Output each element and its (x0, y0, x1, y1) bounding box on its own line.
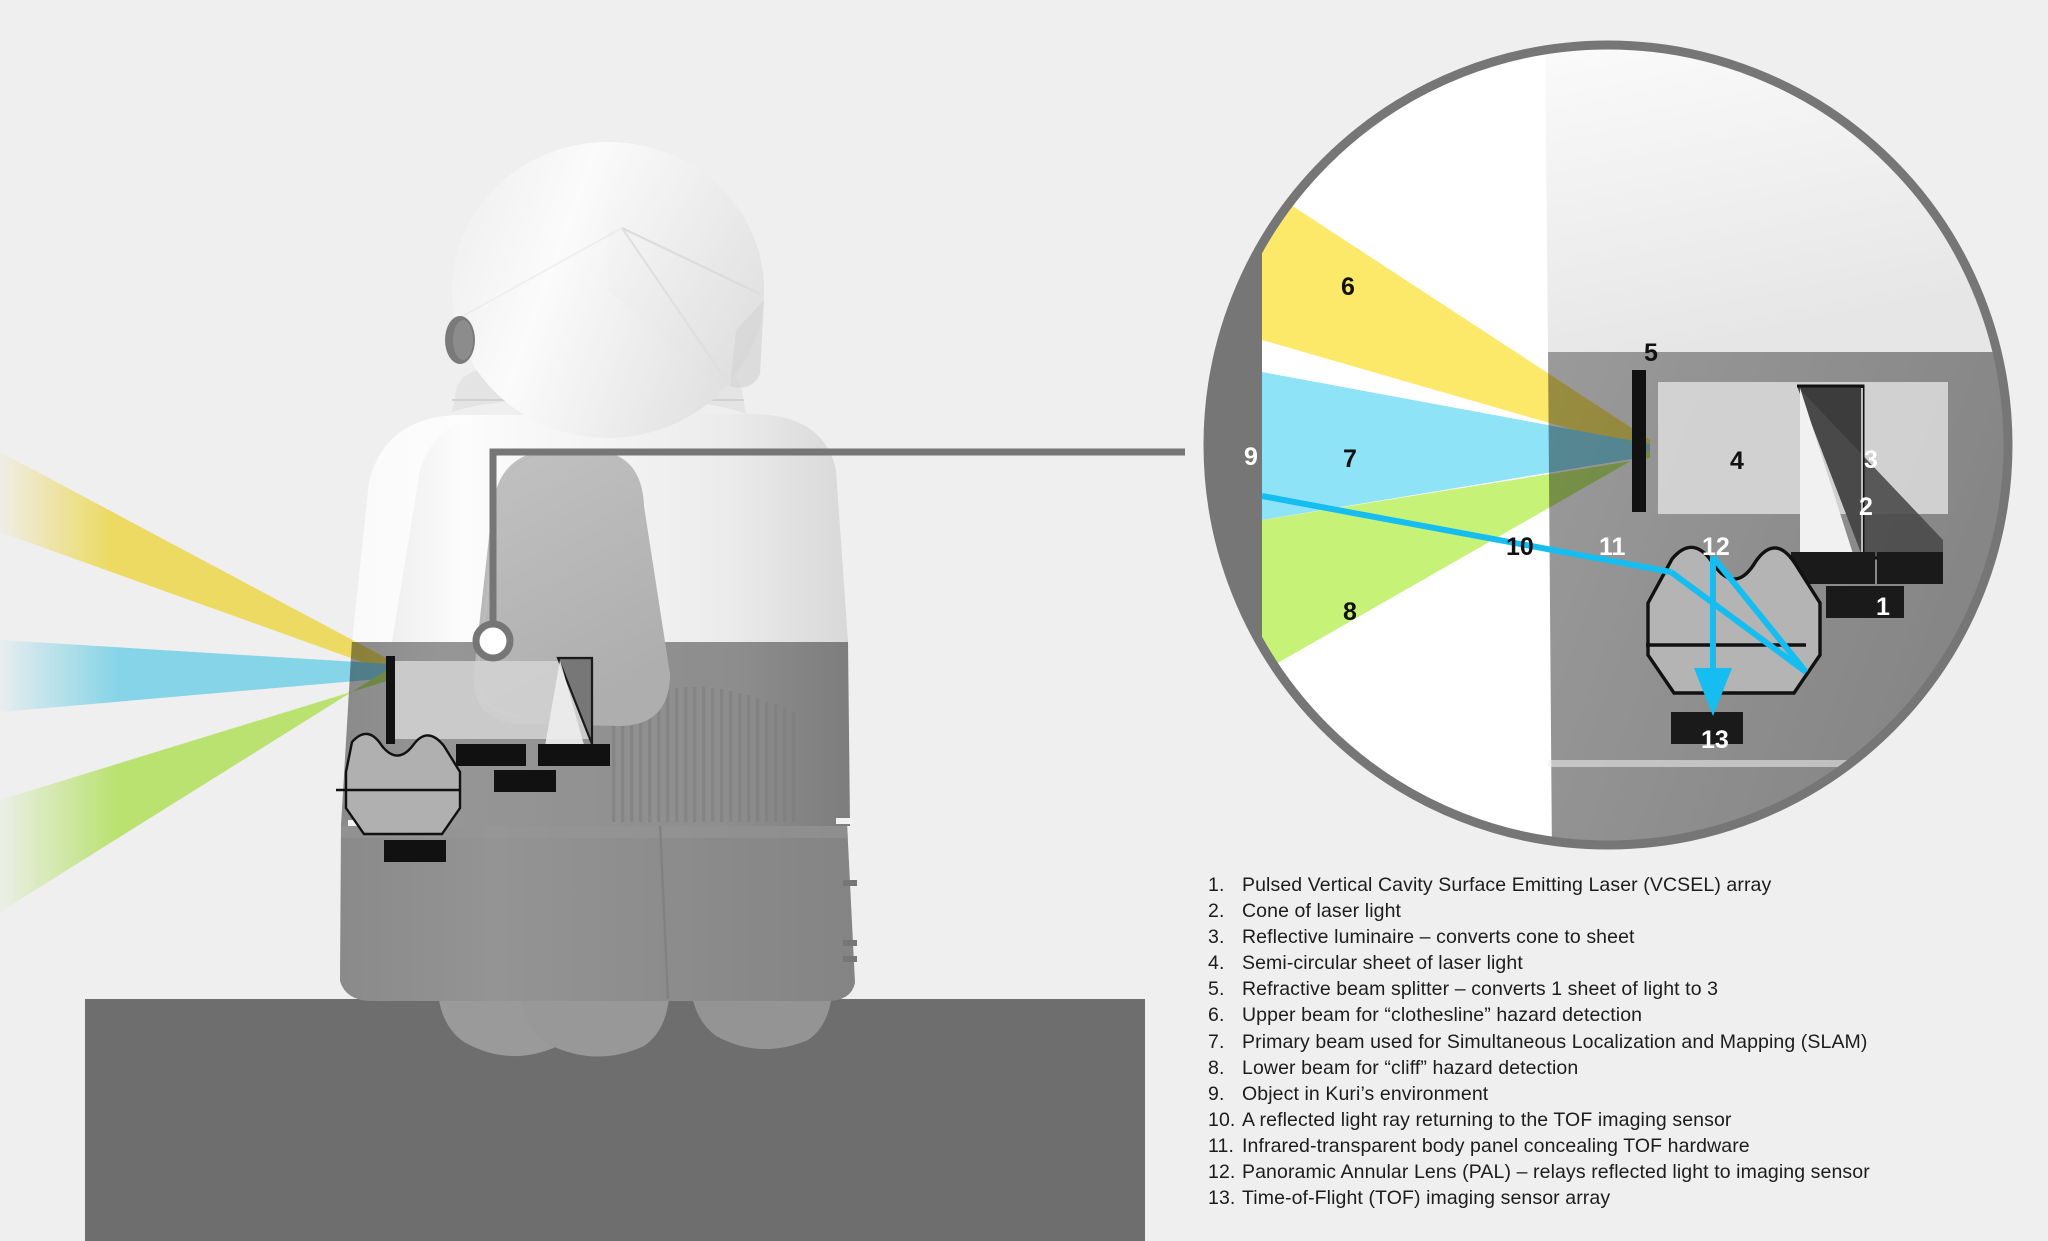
legend-item-12: 12. Panoramic Annular Lens (PAL) – relays… (1208, 1159, 2028, 1185)
beam-primary-7 (0, 640, 390, 712)
legend-item-number: 8. (1208, 1056, 1225, 1079)
legend-item-3: 3. Reflective luminaire – converts cone t… (1208, 924, 2028, 950)
callout-number-5: 5 (1644, 339, 1658, 367)
callout-number-10: 10 (1506, 533, 1534, 561)
legend-item-number: 9. (1208, 1082, 1225, 1105)
legend-item-number: 13. (1208, 1187, 1236, 1210)
legend-item-number: 7. (1208, 1030, 1225, 1053)
legend-item-text: Primary beam used for Simultaneous Local… (1242, 1030, 1868, 1053)
tof-sensor-small (384, 840, 446, 862)
tof-sensor-13 (1671, 712, 1743, 744)
callout-number-6: 6 (1341, 273, 1355, 301)
laser-beam-fan (0, 452, 390, 912)
beam-splitter-small (386, 656, 395, 744)
legend-item-text: Semi-circular sheet of laser light (1242, 952, 1523, 975)
legend-item-number: 4. (1208, 952, 1225, 975)
legend-item-6: 6. Upper beam for “clothesline” hazard de… (1208, 1002, 2028, 1028)
callout-number-13: 13 (1701, 726, 1729, 754)
beam-lower-8 (0, 668, 390, 912)
legend-item-text: Upper beam for “clothesline” hazard dete… (1242, 1004, 1643, 1027)
callout-number-11: 11 (1599, 533, 1626, 561)
callout-number-7: 7 (1343, 445, 1357, 473)
legend-item-text: Time-of-Flight (TOF) imaging sensor arra… (1242, 1187, 1611, 1210)
legend-item-number: 3. (1208, 926, 1225, 949)
legend-item-4: 4. Semi-circular sheet of laser light (1208, 950, 2028, 976)
beam-upper-6-mag (1262, 186, 1650, 452)
legend-item-text: Refractive beam splitter – converts 1 sh… (1242, 978, 1719, 1001)
legend-item-8: 8. Lower beam for “cliff” hazard detectio… (1208, 1055, 2028, 1081)
numbered-legend-list: 1. Pulsed Vertical Cavity Surface Emittin… (1208, 872, 2028, 1211)
callout-number-3: 3 (1864, 446, 1878, 474)
robot-sensor-module-small (336, 656, 610, 862)
vcsel-small (494, 770, 556, 792)
legend-item-2: 2. Cone of laser light (1208, 898, 2028, 924)
robot-base (340, 823, 855, 1001)
legend-item-11: 11. Infrared-transparent body panel conce… (1208, 1133, 2028, 1159)
callout-number-4: 4 (1730, 447, 1744, 475)
legend-item-7: 7. Primary beam used for Simultaneous Loc… (1208, 1029, 2028, 1055)
beam-lower-8-mag (1262, 450, 1650, 672)
legend-item-5: 5. Refractive beam splitter – converts 1 … (1208, 976, 2028, 1002)
legend-item-number: 12. (1208, 1161, 1236, 1184)
callout-number-2: 2 (1859, 493, 1873, 521)
beam-splitter-5 (1632, 370, 1646, 512)
legend-item-number: 1. (1208, 874, 1225, 896)
vcsel-array-1 (1826, 586, 1904, 618)
display-panel (473, 450, 670, 726)
legend-item-1: 1. Pulsed Vertical Cavity Surface Emittin… (1208, 872, 2028, 898)
legend-item-text: Reflective luminaire – converts cone to … (1242, 926, 1635, 949)
legend-item-text: Cone of laser light (1242, 900, 1402, 923)
callout-number-1: 1 (1876, 593, 1890, 621)
legend-item-text: Pulsed Vertical Cavity Surface Emitting … (1242, 874, 1772, 896)
legend-item-number: 2. (1208, 900, 1225, 923)
legend-item-text: Object in Kuri’s environment (1242, 1082, 1489, 1105)
vent-grille (612, 687, 796, 822)
legend-item-13: 13. Time-of-Flight (TOF) imaging sensor a… (1208, 1185, 2028, 1211)
callout-leader-line (472, 448, 1185, 662)
callout-number-8: 8 (1343, 598, 1357, 626)
return-ray-arrowhead (1694, 668, 1732, 716)
callout-number-9: 9 (1244, 443, 1258, 471)
cone-small (544, 660, 586, 752)
legend-item-text: Lower beam for “cliff” hazard detection (1242, 1056, 1579, 1079)
legend-item-text: Panoramic Annular Lens (PAL) – relays re… (1242, 1161, 1870, 1184)
robot-head (445, 142, 764, 438)
legend-item-text: A reflected light ray returning to the T… (1242, 1108, 1732, 1131)
legend-item-10: 10. A reflected light ray returning to th… (1208, 1107, 2028, 1133)
pal-lens-small (344, 732, 462, 836)
beam-primary-7-mag (1262, 372, 1650, 520)
legend-item-text: Infrared-transparent body panel conceali… (1242, 1134, 1750, 1157)
beam-upper-6 (0, 452, 390, 672)
legend-item-number: 10. (1208, 1108, 1236, 1131)
callout-number-12: 12 (1702, 533, 1730, 561)
legend-item-9: 9. Object in Kuri’s environment (1208, 1081, 2028, 1107)
magnifier-ring (1203, 40, 2013, 850)
legend-item-number: 6. (1208, 1004, 1225, 1027)
legend-item-number: 11. (1208, 1134, 1234, 1157)
legend-item-number: 5. (1208, 978, 1225, 1001)
cone-of-light-2 (1800, 388, 1862, 582)
